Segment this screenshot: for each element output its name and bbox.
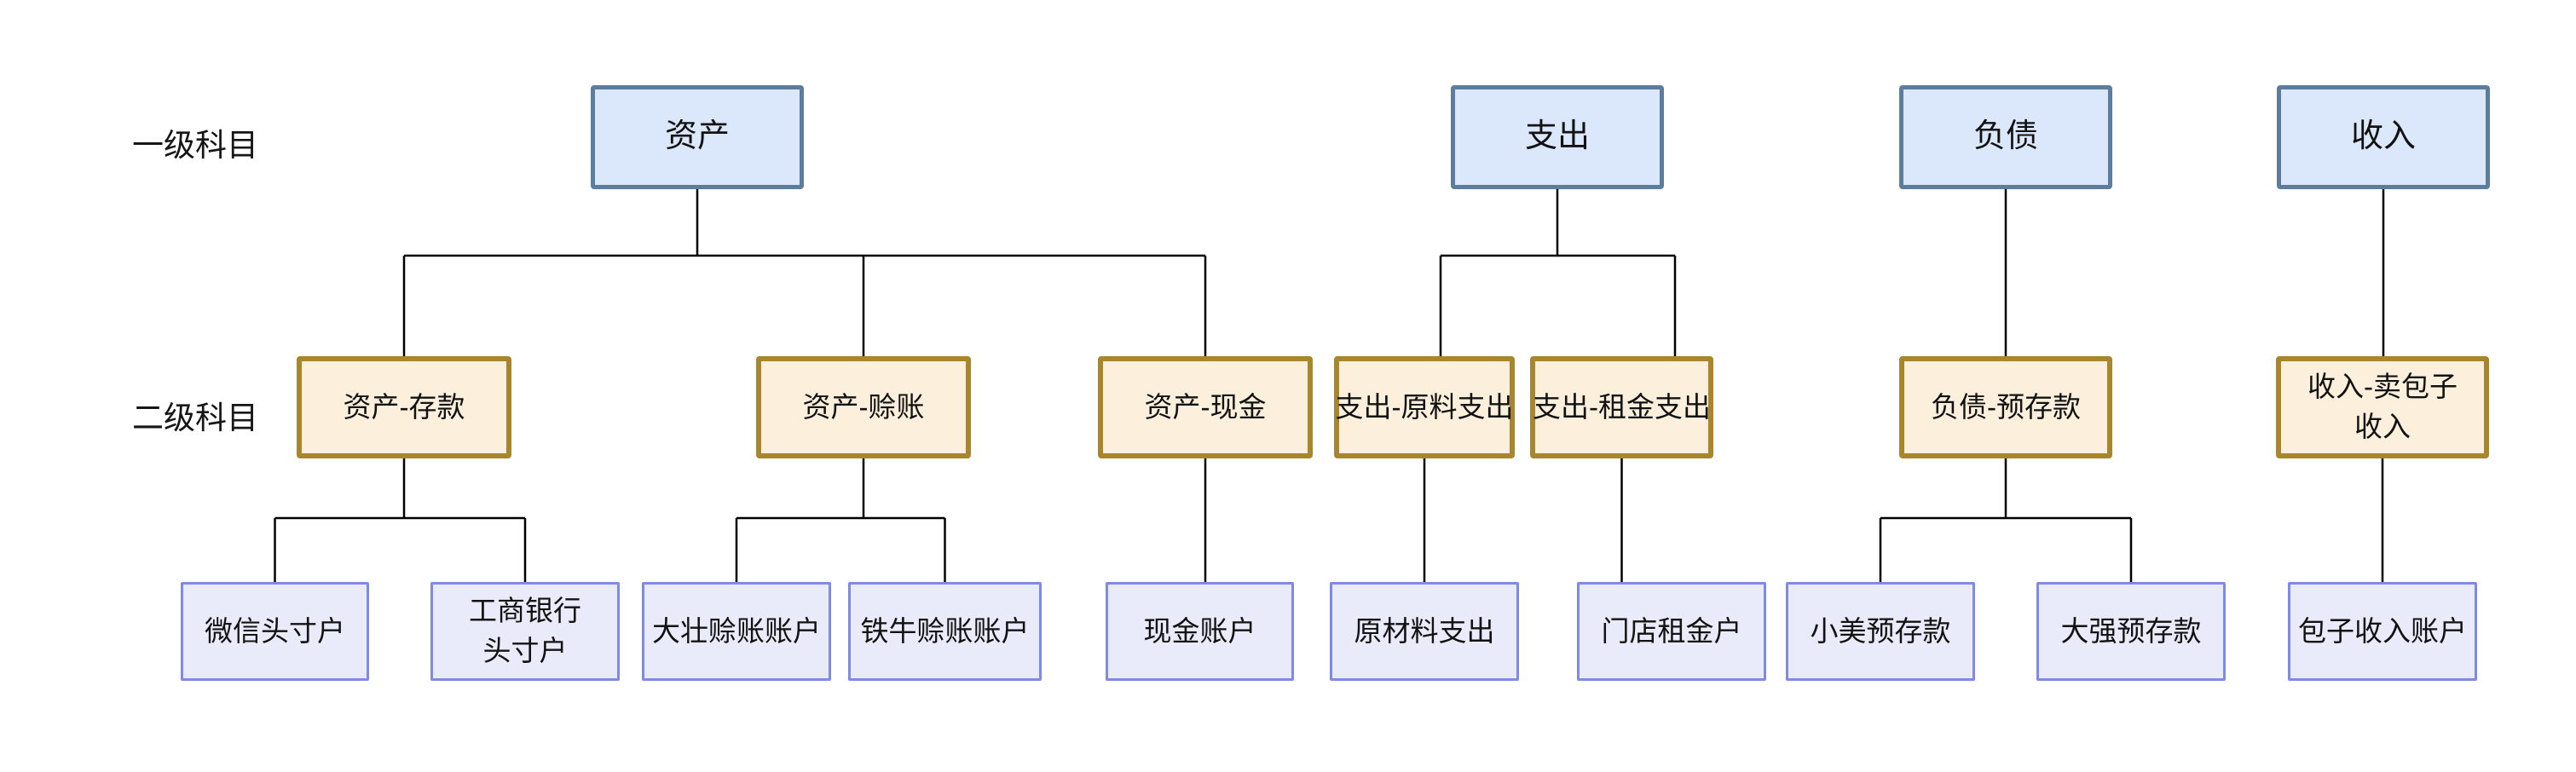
node-label: 大强预存款 <box>2060 614 2202 647</box>
row-label-level2: 二级科目 <box>132 400 258 435</box>
node-asset-deposit[interactable]: 资产-存款 <box>297 356 511 458</box>
node-label: 工商银行头寸户 <box>469 595 581 666</box>
node-label: 资产-现金 <box>1144 390 1267 423</box>
node-label: 小美预存款 <box>1810 614 1951 647</box>
node-label: 负债-预存款 <box>1931 390 2081 423</box>
node-label: 铁牛赊账账户 <box>860 614 1030 647</box>
node-label: 支出-租金支出 <box>1533 390 1711 423</box>
node-liability[interactable]: 负债 <box>1899 85 2112 189</box>
node-label: 收入 <box>2350 118 2416 155</box>
node-label: 支出 <box>1524 118 1590 155</box>
node-daqiang-prepaid[interactable]: 大强预存款 <box>2036 582 2226 681</box>
node-store-rent-account[interactable]: 门店租金户 <box>1577 582 1766 681</box>
node-tieniu-account[interactable]: 铁牛赊账账户 <box>848 582 1042 681</box>
node-icbc-account[interactable]: 工商银行头寸户 <box>430 582 620 681</box>
node-asset-cash[interactable]: 资产-现金 <box>1098 356 1313 458</box>
node-label: 现金账户 <box>1143 614 1256 647</box>
node-asset-credit[interactable]: 资产-赊账 <box>756 356 971 458</box>
node-xiaomei-prepaid[interactable]: 小美预存款 <box>1786 582 1975 681</box>
node-label: 大壮赊账账户 <box>652 614 821 647</box>
node-expense[interactable]: 支出 <box>1451 85 1664 189</box>
node-label: 资产 <box>664 118 730 155</box>
node-label: 微信头寸户 <box>205 614 345 647</box>
node-label: 收入-卖包子收入 <box>2307 371 2458 442</box>
node-cash-account[interactable]: 现金账户 <box>1106 582 1294 681</box>
node-expense-material[interactable]: 支出-原料支出 <box>1334 356 1515 458</box>
node-wechat-account[interactable]: 微信头寸户 <box>181 582 369 681</box>
node-liability-prepaid[interactable]: 负债-预存款 <box>1899 356 2112 458</box>
node-expense-rent[interactable]: 支出-租金支出 <box>1530 356 1713 458</box>
node-asset[interactable]: 资产 <box>591 85 804 189</box>
row-label-level1: 一级科目 <box>132 128 258 163</box>
node-dazhuang-account[interactable]: 大壮赊账账户 <box>642 582 831 681</box>
node-baozi-income-account[interactable]: 包子收入账户 <box>2288 582 2477 681</box>
node-income-baozi[interactable]: 收入-卖包子收入 <box>2276 356 2489 458</box>
node-label: 负债 <box>1972 118 2038 155</box>
node-income[interactable]: 收入 <box>2277 85 2490 189</box>
node-label: 原材料支出 <box>1354 614 1495 647</box>
node-label: 门店租金户 <box>1601 614 1742 647</box>
node-label: 包子收入账户 <box>2298 614 2467 647</box>
node-label: 资产-赊账 <box>802 390 925 423</box>
node-raw-material-expense[interactable]: 原材料支出 <box>1330 582 1519 681</box>
node-label: 资产-存款 <box>343 390 465 423</box>
node-label: 支出-原料支出 <box>1335 390 1514 423</box>
